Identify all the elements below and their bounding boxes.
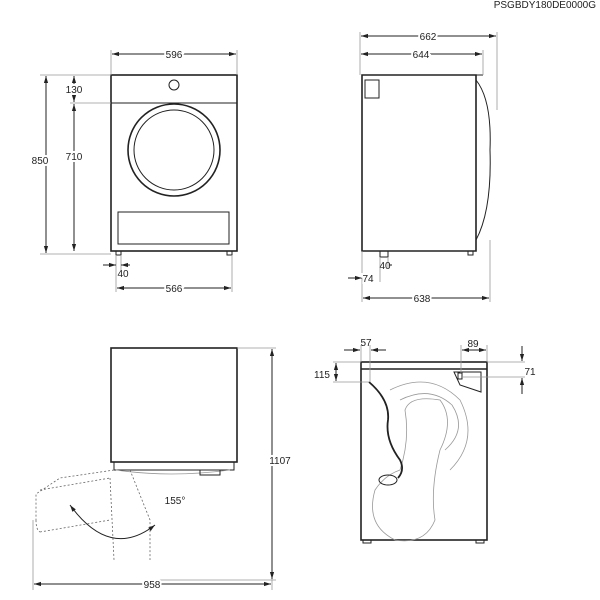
dim-outlet-y-label: 71	[524, 367, 536, 378]
base	[113, 461, 235, 471]
front-view: 596 850 130 710 40 566	[30, 48, 238, 297]
dim-door-height-label: 710	[66, 152, 83, 163]
dim-depth-open-label: 958	[144, 580, 161, 591]
drum-outline	[389, 381, 469, 471]
dim-height-open-label: 1107	[269, 456, 291, 467]
dim-foot-offset-label: 40	[117, 269, 129, 280]
door-profile	[475, 79, 491, 241]
hose-outline	[372, 398, 448, 542]
dim-depth-base-label: 638	[414, 294, 431, 305]
plinth-panel	[117, 211, 230, 245]
door-outer	[127, 103, 221, 197]
top-connector	[364, 79, 380, 99]
door-inner	[133, 109, 215, 191]
dim-depth-total-label: 662	[420, 32, 437, 43]
dryer-body-top	[110, 347, 238, 463]
open-door-outline	[35, 469, 151, 561]
product-code: PSGBDY180DE0000G	[493, 0, 596, 11]
dim-foot-offset-label: 74	[362, 274, 374, 285]
dim-feet-span-label: 566	[166, 284, 183, 295]
dryer-body	[110, 74, 238, 252]
dryer-body-rear	[360, 361, 488, 541]
angle-arc	[69, 504, 156, 540]
program-knob	[168, 79, 180, 91]
foot-right	[226, 250, 233, 256]
dim-top-panel-label: 130	[66, 85, 83, 96]
foot-left	[115, 250, 122, 256]
side-view: 662 644 40 74 638	[348, 30, 498, 307]
dim-hose-y-label: 115	[314, 370, 330, 381]
dim-height-label: 850	[32, 156, 49, 167]
door-open-view: 155° 1107 958	[32, 347, 293, 593]
rear-view: 57 89 115 71	[314, 338, 536, 544]
dim-hose-x-label: 57	[360, 338, 372, 349]
dim-outlet-x-label: 89	[467, 339, 479, 350]
dim-width-label: 596	[166, 50, 183, 61]
drain-hose	[368, 381, 403, 479]
angle-label: 155°	[165, 496, 186, 507]
dim-depth-body-label: 644	[413, 50, 430, 61]
side-body	[361, 74, 477, 252]
outlet-box	[453, 371, 482, 393]
dim-foot-width-label: 40	[379, 261, 391, 272]
side-foot	[379, 250, 389, 258]
